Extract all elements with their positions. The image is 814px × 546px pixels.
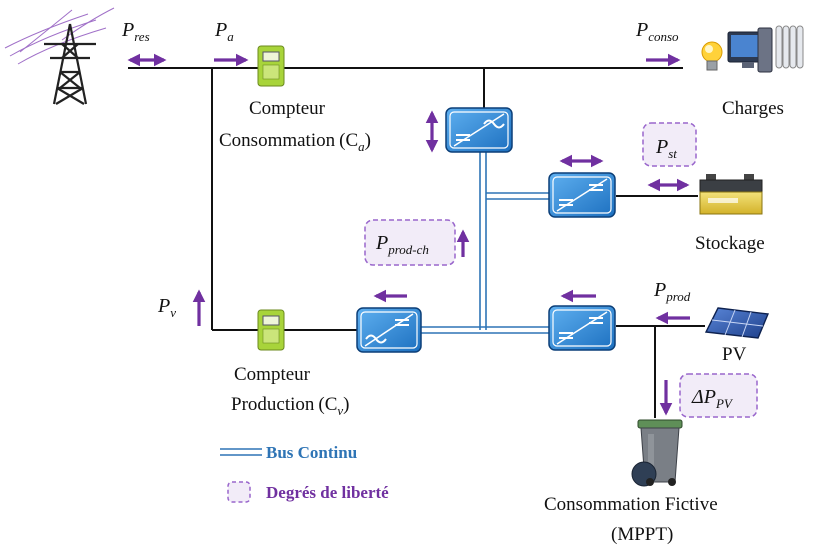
label-meter-conso-line2: Consommation (Ca): [219, 130, 371, 154]
label-charges: Charges: [722, 98, 784, 119]
computer-icon: [727, 27, 773, 73]
symbol-p-conso: Pconso: [635, 19, 679, 44]
label-meter-prod-line1: Compteur: [234, 364, 311, 385]
freedom-box-p-prod-ch: Pprod-ch: [364, 219, 456, 266]
freedom-box-delta-p-pv: ΔPPV: [679, 373, 758, 418]
legend-bus-label: Bus Continu: [266, 443, 357, 462]
trash-bin-icon: [631, 419, 683, 487]
label-fictive-line2: (MPPT): [611, 524, 673, 545]
label-meter-conso-line1: Compteur: [249, 98, 326, 119]
legend-bus-swatch: [220, 448, 262, 456]
label-fictive-line1: Consommation Fictive: [544, 494, 718, 515]
symbol-p-a: Pa: [214, 19, 234, 44]
dc-dc-converter-icon[interactable]: [548, 172, 616, 218]
legend-freedom-swatch: [227, 481, 251, 503]
bulb-icon: [701, 41, 723, 71]
wires: [128, 67, 705, 418]
meter-icon: [257, 45, 285, 87]
symbol-p-prod: Pprod: [653, 279, 691, 304]
label-stockage: Stockage: [695, 233, 765, 254]
freedom-box-p-st: Pst: [642, 122, 697, 167]
svg-text:Pst: Pst: [655, 136, 677, 161]
battery-icon: [699, 174, 763, 215]
symbol-p-v: Pv: [157, 295, 176, 320]
flow-arrows: [127, 53, 690, 416]
dc-ac-converter-icon[interactable]: [356, 307, 422, 353]
meter-icon: [257, 309, 285, 351]
svg-text:ΔPPV: ΔPPV: [691, 386, 734, 411]
label-pv: PV: [722, 344, 747, 365]
solar-panel-icon: [704, 307, 770, 339]
dc-bus: [419, 148, 549, 334]
legend: Bus Continu Degrés de liberté: [220, 443, 389, 503]
svg-text:Pprod-ch: Pprod-ch: [375, 232, 429, 257]
dc-ac-converter-icon[interactable]: [445, 107, 513, 153]
symbol-p-res: Pres: [121, 19, 150, 44]
legend-freedom-label: Degrés de liberté: [266, 483, 389, 502]
radiator-icon: [775, 25, 804, 69]
pylon-icon: [4, 7, 115, 105]
label-meter-prod-line2: Production (Cv): [231, 394, 350, 418]
dc-dc-converter-icon[interactable]: [548, 305, 616, 351]
